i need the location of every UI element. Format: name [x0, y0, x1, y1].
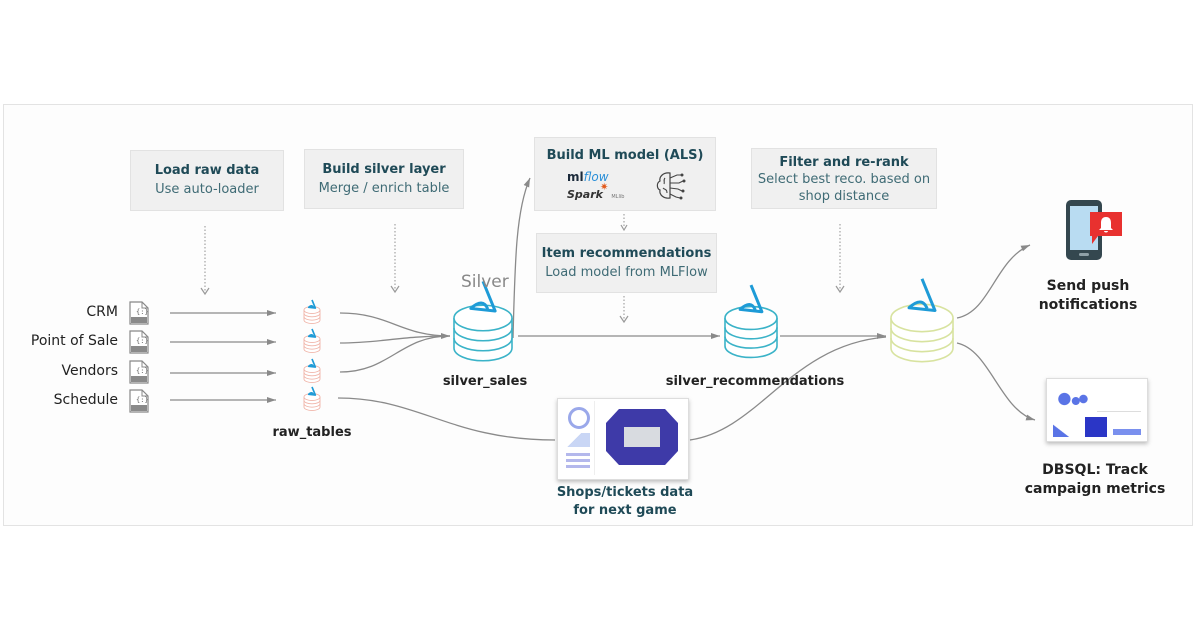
spark-text: Spark — [567, 188, 603, 201]
arrowhead — [620, 224, 628, 232]
push-notification-icon — [1066, 200, 1122, 260]
step-item-recommendations: Item recommendations Load model from MLF… — [536, 233, 717, 293]
step-subtitle: Merge / enrich table — [318, 181, 450, 196]
raw-table-db-icon — [303, 328, 321, 353]
arrow-shops-to-gold — [689, 336, 887, 441]
step-title: Build silver layer — [322, 162, 446, 177]
step-title: Item recommendations — [541, 246, 712, 261]
shops-label-line2: for next game — [573, 503, 677, 518]
mlflow-ml-text: ml — [567, 170, 584, 184]
mlflow-logo: mlflow — [567, 170, 609, 184]
json-file-icon: {:} — [129, 330, 149, 359]
mlflow-flow-text: flow — [583, 170, 609, 184]
delta-logo-icon — [907, 278, 937, 312]
push-label-line2: notifications — [1038, 297, 1138, 313]
delta-logo-icon — [469, 280, 497, 313]
arrowhead — [390, 285, 400, 294]
spark-mllib-logo: Spark✷MLlib — [567, 182, 625, 201]
dbsql-dashboard-thumbnail — [1046, 378, 1148, 442]
step-subtitle: Use auto-loader — [155, 182, 259, 197]
send-push-label: Send push notifications — [1010, 277, 1166, 315]
json-file-icon: {:} — [129, 360, 149, 389]
shops-stadium-thumbnail — [557, 398, 689, 480]
source-label-crm: CRM — [86, 304, 118, 320]
json-file-icon: {:} — [129, 389, 149, 418]
arrow-gold-to-push — [956, 244, 1031, 319]
delta-logo-icon — [307, 299, 317, 309]
raw-table-db-icon — [303, 299, 321, 324]
arrowhead — [200, 287, 210, 296]
arrow-raw1-to-silver — [339, 312, 451, 339]
svg-text:{:}: {:} — [136, 396, 149, 404]
silver-layer-title: Silver — [461, 272, 509, 292]
step-title: Build ML model (ALS) — [546, 148, 704, 163]
silver-recommendations-db-icon — [724, 284, 778, 359]
step-subtitle-line1: Select best reco. based on — [757, 172, 931, 187]
delta-logo-icon — [307, 358, 317, 368]
step-title: Filter and re-rank — [779, 155, 909, 170]
step-build-silver-layer: Build silver layer Merge / enrich table — [304, 149, 464, 209]
svg-text:{:}: {:} — [136, 337, 149, 345]
step-title: Load raw data — [154, 163, 260, 178]
delta-logo-icon — [307, 386, 317, 396]
delta-logo-icon — [307, 328, 317, 338]
dbsql-label-line2: campaign metrics — [1024, 481, 1166, 497]
delta-logo-icon — [738, 284, 764, 314]
silver-recommendations-label: silver_recommendations — [665, 374, 845, 389]
raw-table-db-icon — [303, 386, 321, 411]
step-filter-rerank: Filter and re-rank Select best reco. bas… — [751, 148, 937, 209]
step-subtitle: Load model from MLFlow — [545, 265, 708, 280]
source-label-schedule: Schedule — [53, 392, 118, 408]
svg-text:{:}: {:} — [136, 308, 149, 316]
raw-table-db-icon — [303, 358, 321, 383]
step-load-raw-data: Load raw data Use auto-loader — [130, 150, 284, 211]
step-build-ml-model: Build ML model (ALS) mlflow Spark✷MLlib — [534, 137, 716, 211]
raw-tables-label: raw_tables — [272, 425, 352, 440]
dbsql-label: DBSQL: Track campaign metrics — [1010, 461, 1180, 499]
arrow-raw4-to-shops — [337, 397, 556, 441]
arrow-gold-to-dbsql — [956, 342, 1036, 421]
dbsql-label-line1: DBSQL: Track — [1042, 462, 1148, 478]
step-subtitle-line2: shop distance — [798, 189, 890, 204]
shops-label: Shops/tickets data for next game — [540, 484, 710, 520]
brain-circuit-icon — [656, 172, 686, 200]
push-label-line1: Send push — [1046, 278, 1130, 294]
silver-sales-label: silver_sales — [442, 374, 528, 389]
shops-label-line1: Shops/tickets data — [556, 485, 694, 500]
arrowhead — [619, 315, 629, 324]
source-label-vendors: Vendors — [61, 363, 118, 379]
arrow-raw2-to-silver — [339, 335, 451, 344]
arrow-silver-to-ml — [512, 177, 531, 339]
gold-db-icon — [890, 278, 954, 363]
source-label-point-of-sale: Point of Sale — [30, 333, 118, 349]
json-file-icon: {:} — [129, 301, 149, 330]
mllib-text: MLlib — [611, 194, 625, 200]
silver-sales-db-icon — [453, 280, 513, 362]
svg-text:{:}: {:} — [136, 367, 149, 375]
arrowhead — [835, 285, 845, 294]
arrow-raw3-to-silver — [339, 335, 451, 373]
